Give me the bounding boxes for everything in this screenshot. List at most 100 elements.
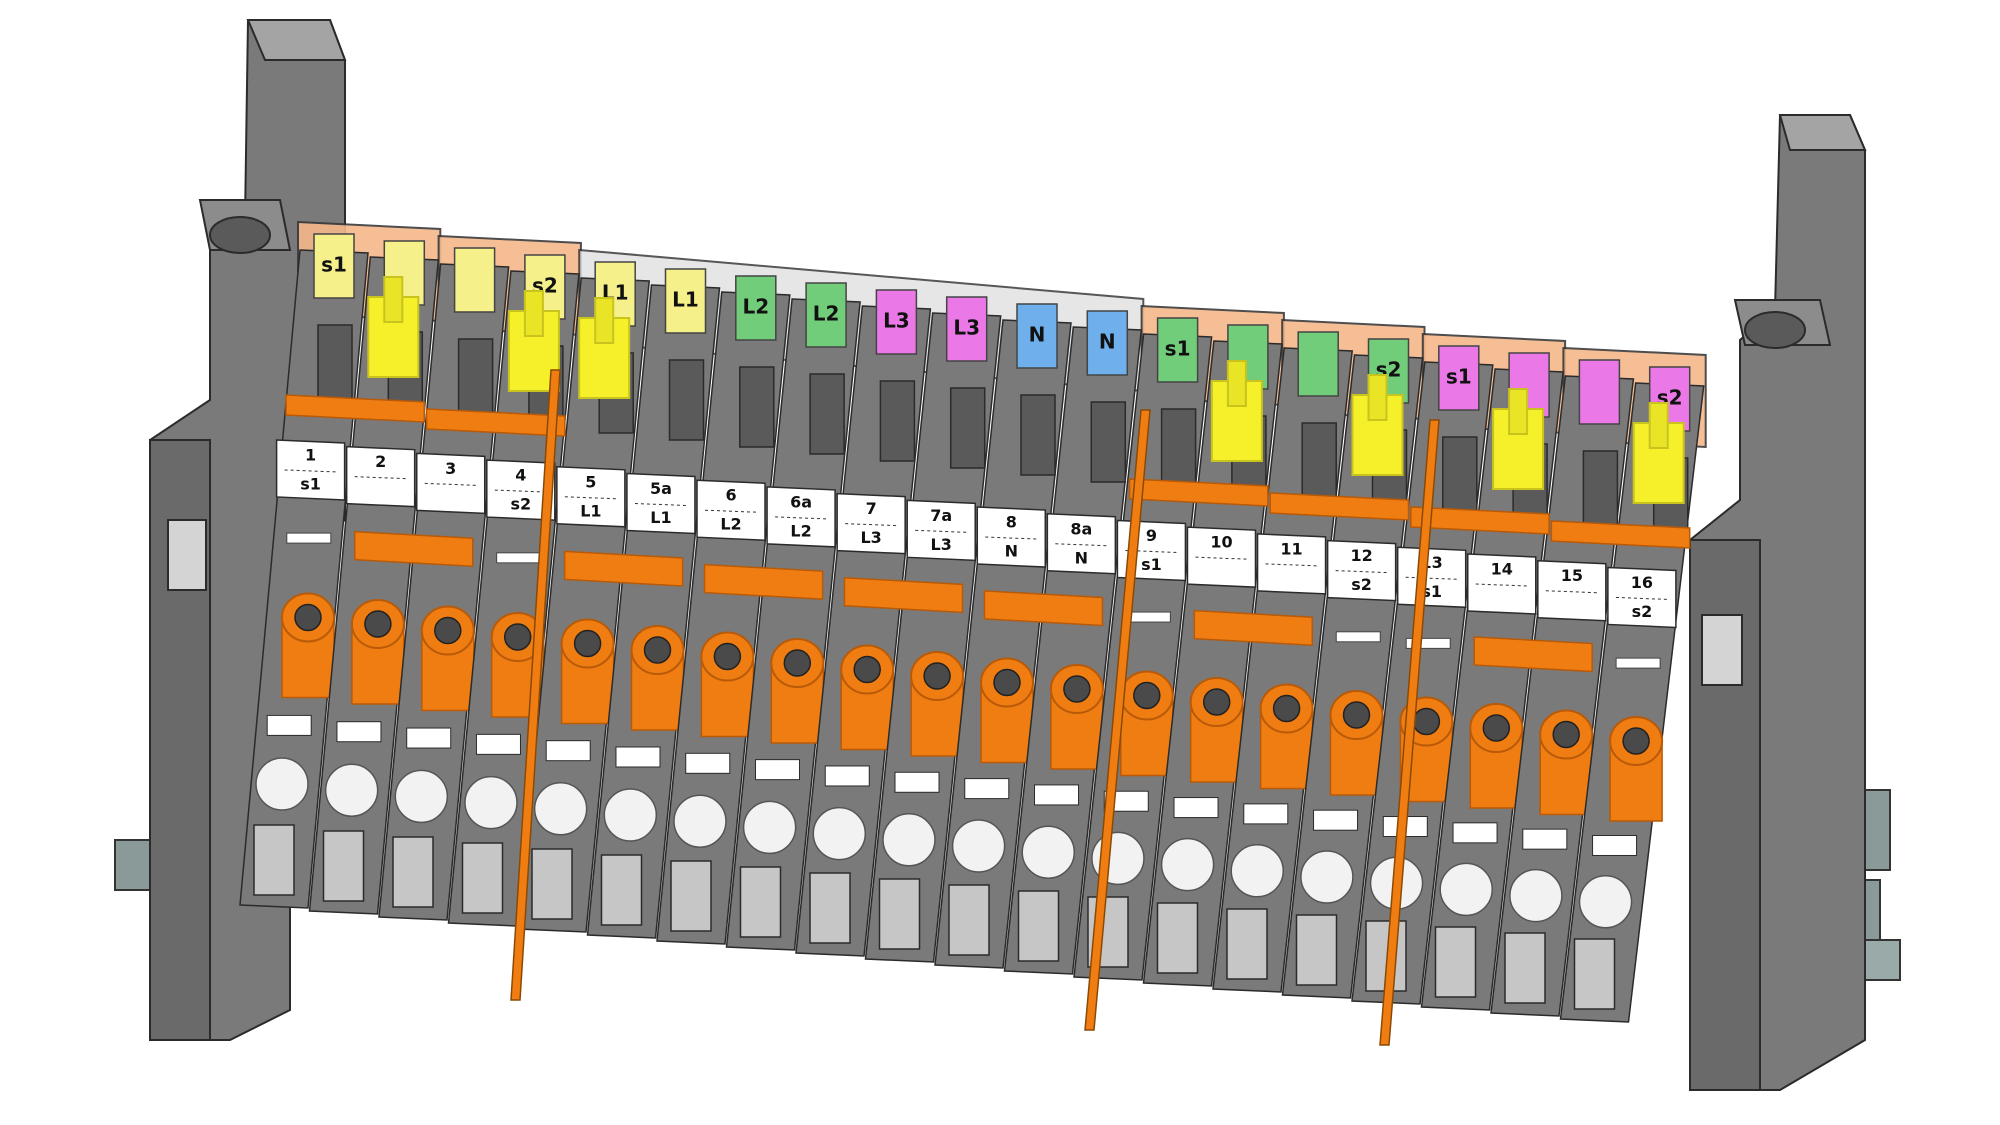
lever-slot <box>1020 394 1056 476</box>
terminal-number: 8 <box>1006 513 1017 532</box>
marker-tag <box>945 296 988 362</box>
test-socket-hole <box>1342 701 1371 729</box>
terminal-designation: L2 <box>720 515 741 534</box>
cross-bridge <box>983 590 1104 627</box>
terminal-number: 2 <box>375 452 386 471</box>
clamp-screw <box>255 757 309 811</box>
small-marker <box>406 727 452 749</box>
terminal-designation: s1 <box>1421 582 1442 601</box>
marker-strip <box>1256 533 1327 595</box>
inspection-window <box>600 854 643 926</box>
small-marker <box>1243 803 1289 825</box>
lever-slot <box>457 338 494 420</box>
small-marker <box>894 771 940 793</box>
marker-tag-label: N <box>1099 330 1116 354</box>
fuse-lever-handle <box>383 276 404 323</box>
test-socket-hole <box>1622 727 1650 755</box>
right-end-bracket <box>1689 114 1867 1091</box>
marker-divider <box>845 523 898 527</box>
terminal-designation: s2 <box>1632 602 1653 621</box>
inspection-window <box>531 848 573 920</box>
terminal-designation: L3 <box>860 528 881 547</box>
fuse-lever-handle <box>1367 374 1388 421</box>
small-marker <box>685 752 731 774</box>
inspection-window <box>392 836 434 908</box>
test-socket-hole <box>573 629 602 658</box>
small-marker <box>1173 797 1219 819</box>
test-socket-hole <box>1272 694 1301 723</box>
terminal-designation: N <box>1005 542 1018 561</box>
marker-strip <box>345 445 416 508</box>
terminal-designation: s1 <box>1141 555 1162 574</box>
marker-strip <box>1607 566 1677 629</box>
marker-tag-label: L3 <box>883 309 910 333</box>
marker-strip <box>275 439 346 501</box>
cross-bridge <box>1128 478 1269 507</box>
inspection-window <box>1226 908 1268 980</box>
terminal-number: 10 <box>1210 533 1232 552</box>
clamp-screw <box>742 800 797 855</box>
terminal-number: 16 <box>1631 573 1653 592</box>
cross-bridge <box>354 530 474 568</box>
cross-bridge <box>285 394 426 423</box>
terminal-designation: s2 <box>510 495 531 514</box>
cross-bridge <box>1269 492 1410 521</box>
terminal-designation: s1 <box>300 474 321 493</box>
marker-divider <box>985 536 1038 540</box>
dummy-plug <box>1615 657 1661 669</box>
dummy-plug <box>1405 637 1451 649</box>
terminal-number: 7a <box>930 506 952 525</box>
marker-divider <box>424 482 477 486</box>
cross-bridge <box>1473 636 1593 673</box>
terminal-designation: N <box>1075 548 1088 567</box>
marker-strip <box>906 499 976 562</box>
marker-strip <box>1046 512 1117 575</box>
clamp-screw <box>603 788 658 842</box>
inspection-window <box>878 878 921 950</box>
marker-strip <box>1186 526 1257 588</box>
inspection-window <box>461 842 504 914</box>
marker-tag-label: L2 <box>742 295 769 319</box>
test-socket-hole <box>713 642 742 671</box>
marker-divider <box>354 476 407 480</box>
marker-tag-label: s1 <box>321 253 347 277</box>
terminal-number: 6 <box>725 486 736 505</box>
test-socket-hole <box>434 616 462 645</box>
marker-strip <box>1537 559 1607 622</box>
marker-strip <box>836 492 906 555</box>
marker-divider <box>494 489 547 493</box>
clamp-screw <box>882 813 936 867</box>
clamp-screw <box>324 763 379 817</box>
marker-tag <box>664 268 707 334</box>
lever-slot <box>668 359 705 441</box>
terminal-number: 3 <box>445 459 456 478</box>
fuse-lever-handle <box>1648 402 1669 449</box>
small-marker <box>964 778 1010 800</box>
fuse-lever-handle <box>594 297 615 344</box>
marker-tag-label: N <box>1029 323 1046 347</box>
marker-strip <box>486 459 556 521</box>
clamp-screw <box>394 769 449 824</box>
lever-slot <box>1301 422 1337 504</box>
inspection-window <box>1017 890 1060 962</box>
marker-tag <box>735 275 777 341</box>
small-marker <box>1522 828 1568 850</box>
marker-tag <box>1578 359 1621 425</box>
dummy-plug <box>1125 611 1171 623</box>
marker-tag <box>1508 352 1550 418</box>
test-socket-hole <box>1552 720 1580 749</box>
test-socket-hole <box>993 668 1021 697</box>
fuse-lever-handle <box>1508 388 1529 435</box>
lever-slot <box>1442 436 1478 518</box>
small-marker <box>336 721 382 743</box>
inspection-window <box>948 884 990 956</box>
marker-strip <box>415 452 486 515</box>
clamp-screw <box>1439 862 1493 917</box>
clamp-screw <box>464 775 518 830</box>
dummy-plug <box>496 552 542 564</box>
